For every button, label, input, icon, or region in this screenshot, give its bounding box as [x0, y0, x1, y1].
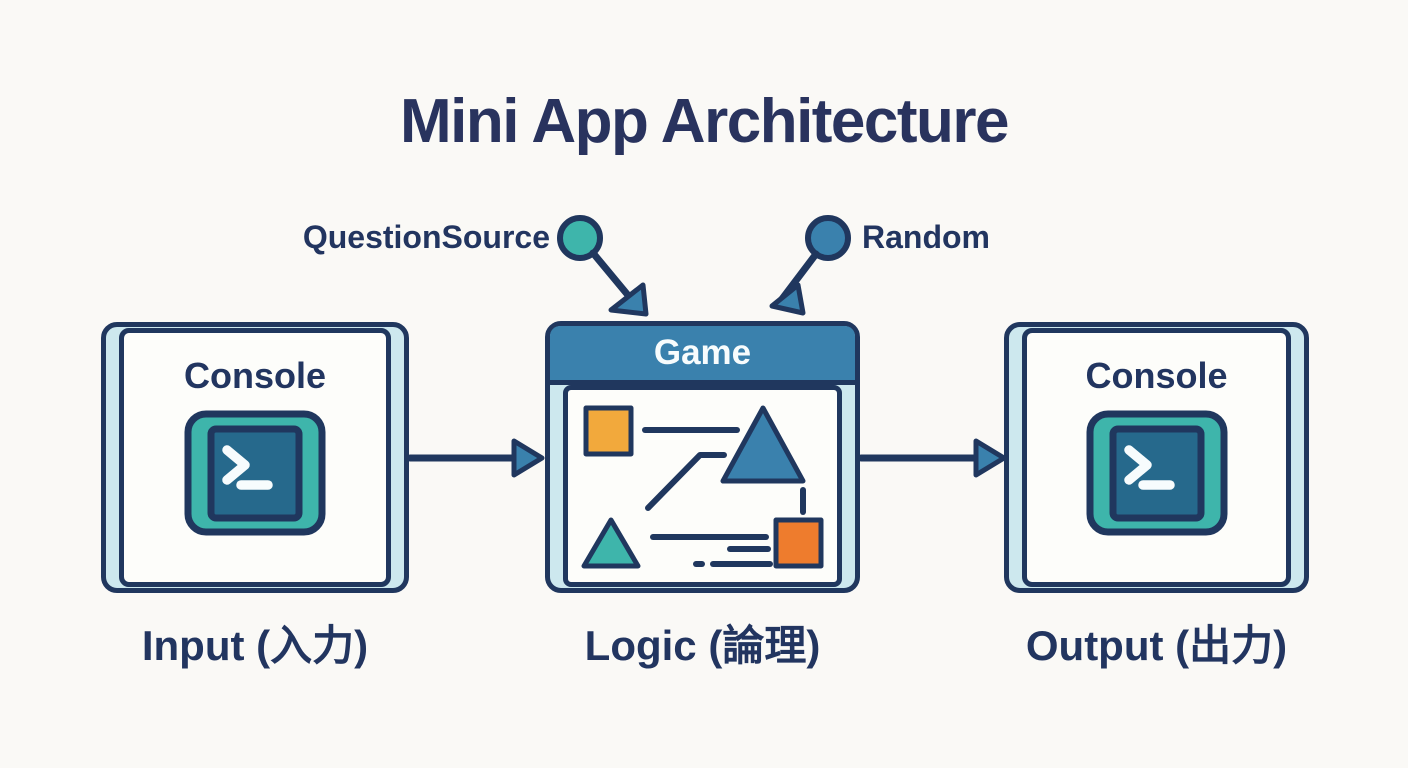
diagram-title: Mini App Architecture — [399, 87, 1010, 156]
arrowhead-icon — [511, 438, 545, 478]
logic-to-output-arrow — [857, 438, 1007, 478]
blue-triangle-icon — [720, 405, 806, 484]
output-caption: Output (出力) — [1025, 622, 1288, 669]
game-card: Game — [545, 321, 860, 593]
logic-caption: Logic (論理) — [584, 622, 821, 669]
prompt-chevron-icon — [1123, 445, 1152, 485]
output-console-panel: Console — [1022, 328, 1291, 587]
question-source-dot-icon — [557, 215, 603, 261]
arrowhead-icon — [769, 282, 806, 316]
input-caption: Input (入力) — [141, 622, 369, 669]
input-console-panel: Console — [119, 328, 391, 587]
question-source-label: QuestionSource — [302, 219, 550, 255]
random-connector — [769, 215, 851, 316]
input-console-card: Console — [101, 322, 409, 593]
abstract-shapes-illustration — [581, 405, 824, 569]
output-console-title: Console — [1085, 355, 1228, 396]
game-header: Game — [550, 326, 855, 385]
question-source-connector — [557, 215, 649, 317]
game-body — [563, 385, 842, 587]
teal-triangle-icon — [581, 517, 641, 569]
output-console-card: Console — [1004, 322, 1309, 593]
game-header-label: Game — [653, 333, 752, 372]
prompt-chevron-icon — [222, 445, 250, 485]
input-to-logic-arrow — [406, 438, 545, 478]
random-dot-icon — [805, 215, 851, 261]
arrowhead-icon — [608, 282, 649, 317]
terminal-icon — [184, 410, 326, 536]
orange-square-icon — [773, 517, 824, 569]
amber-square-icon — [583, 405, 634, 457]
random-label: Random — [862, 219, 990, 255]
terminal-icon — [1086, 410, 1227, 536]
input-console-title: Console — [183, 355, 326, 396]
arrowhead-icon — [973, 438, 1007, 478]
